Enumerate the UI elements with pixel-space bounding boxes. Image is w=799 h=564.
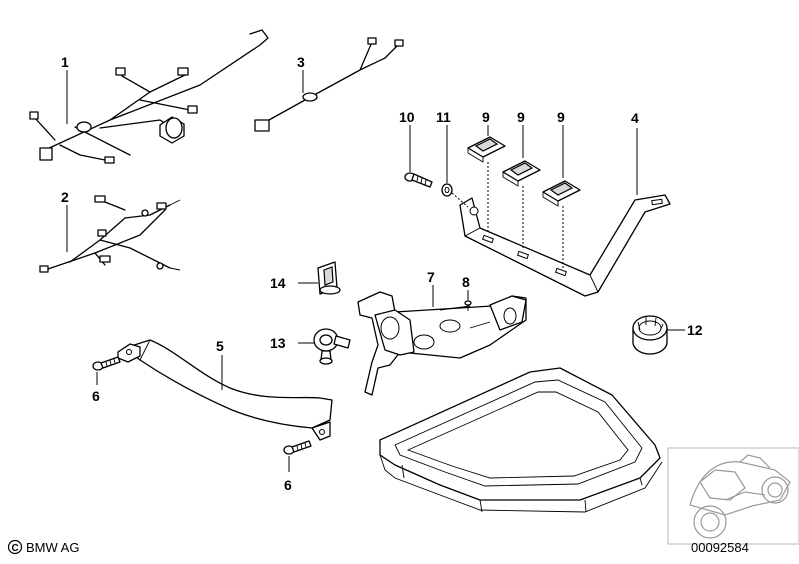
- handle-5[interactable]: [117, 339, 333, 441]
- brand-label: BMW AG: [26, 540, 79, 555]
- callout-9c: 9: [557, 109, 565, 125]
- callout-1: 1: [61, 54, 69, 70]
- callout-11: 11: [436, 109, 451, 125]
- callout-8: 8: [462, 274, 470, 290]
- wiring-harness-2[interactable]: [39, 195, 181, 273]
- copyright-circle-icon: [7, 539, 23, 555]
- clip-9c[interactable]: [542, 180, 581, 207]
- copyright-symbol: C: [12, 543, 19, 554]
- storage-tray[interactable]: [379, 367, 663, 513]
- clip-9b[interactable]: [502, 160, 541, 187]
- copyright-block: C BMW AG: [7, 539, 79, 555]
- callout-14: 14: [270, 275, 286, 291]
- callout-4: 4: [631, 110, 639, 126]
- clip-9a[interactable]: [467, 136, 506, 163]
- callout-6a: 6: [92, 388, 100, 404]
- bolt-6b[interactable]: [283, 440, 312, 455]
- washer-11[interactable]: [441, 183, 453, 197]
- cap-12[interactable]: [632, 315, 668, 355]
- callout-3: 3: [297, 54, 305, 70]
- callout-5: 5: [216, 338, 224, 354]
- cable-clamp-13[interactable]: [313, 328, 351, 365]
- callout-9b: 9: [517, 109, 525, 125]
- callout-9a: 9: [482, 109, 490, 125]
- motorcycle-icon: [689, 454, 791, 539]
- callout-6b: 6: [284, 477, 292, 493]
- clip-nut-14[interactable]: [317, 261, 341, 295]
- callout-7: 7: [427, 269, 435, 285]
- screw-10[interactable]: [404, 172, 433, 188]
- bolt-6a[interactable]: [92, 356, 121, 371]
- cable-3[interactable]: [254, 37, 404, 132]
- callout-2: 2: [61, 189, 69, 205]
- wiring-harness-1[interactable]: [29, 29, 269, 164]
- callout-13: 13: [270, 335, 286, 351]
- mounting-plate-7[interactable]: [357, 291, 527, 396]
- callout-12: 12: [687, 322, 703, 338]
- diagram-number: 00092584: [691, 540, 749, 555]
- bracket-4[interactable]: [459, 194, 671, 297]
- screw-8[interactable]: [464, 300, 472, 311]
- callout-10: 10: [399, 109, 415, 125]
- dash-11: [451, 192, 469, 208]
- motorcycle-thumbnail: [667, 447, 799, 545]
